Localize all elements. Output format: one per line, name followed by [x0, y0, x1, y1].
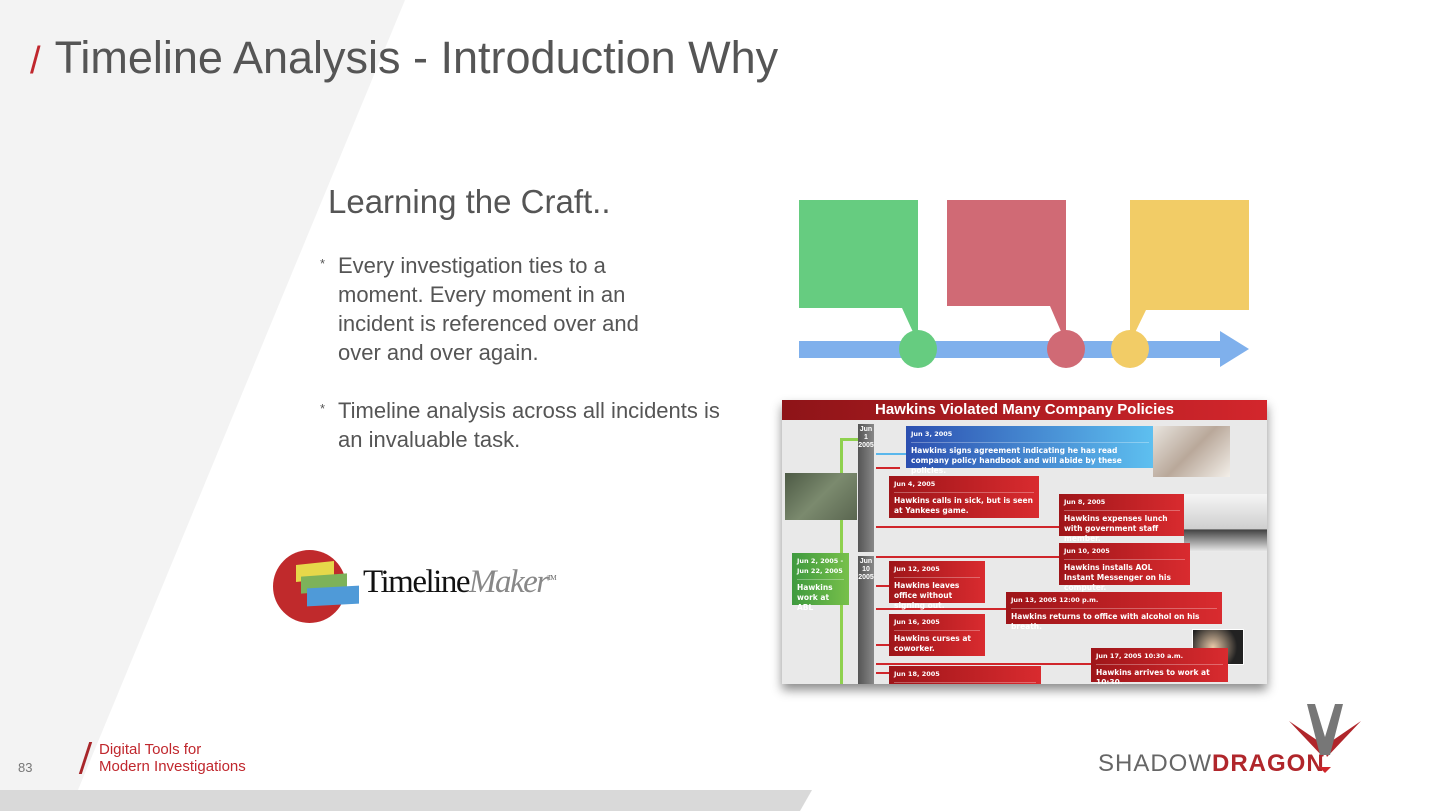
event-card: Jun 13, 2005 12:00 p.m.Hawkins returns t… — [1006, 592, 1222, 631]
bullet-item: * Every investigation ties to a moment. E… — [320, 251, 683, 367]
event-card: Jun 18, 2005 — [889, 666, 1041, 684]
connector — [876, 672, 890, 674]
timeline-diagram — [799, 200, 1249, 368]
title-text: Timeline Analysis - Introduction Why — [54, 32, 779, 83]
logo-bar — [307, 585, 359, 607]
timelinemaker-logo: TimelineMakerTM — [273, 550, 583, 625]
aerial-photo — [785, 473, 857, 520]
red-callout — [947, 200, 1066, 343]
page-number: 83 — [18, 760, 33, 775]
shadowdragon-logo: SHADOWDRAGON — [1098, 750, 1325, 777]
arrow-shaft — [799, 331, 1249, 367]
red-dot — [1047, 330, 1085, 368]
timeline-example-image: Hawkins Violated Many Company Policies J… — [782, 400, 1267, 684]
connector — [876, 453, 906, 455]
section-subtitle: Learning the Craft.. — [328, 183, 611, 220]
connector — [876, 556, 1060, 558]
green-callout — [799, 200, 918, 343]
dragon-emblem-icon — [1289, 704, 1361, 773]
span-line — [840, 438, 858, 441]
connector — [876, 663, 1091, 665]
bullet-text: Timeline analysis across all incidents i… — [338, 398, 720, 452]
logo-wordmark: TimelineMakerTM — [363, 564, 557, 600]
period-bar: Jun 10 2005 — [858, 556, 874, 684]
period-bar: Jun 1 2005 — [858, 424, 874, 552]
slide-title: / Timeline Analysis - Introduction Why — [30, 32, 778, 84]
bullet-marker: * — [320, 256, 326, 271]
connector — [876, 526, 1060, 528]
signing-photo — [1153, 426, 1230, 477]
yellow-dot — [1111, 330, 1149, 368]
connector — [876, 585, 890, 587]
yellow-callout — [1130, 200, 1249, 343]
bullet-marker: * — [320, 401, 326, 416]
bullet-item: * Timeline analysis across all incidents … — [320, 396, 748, 454]
connector — [876, 644, 890, 646]
connector — [876, 467, 900, 469]
lunch-photo — [1184, 494, 1267, 552]
title-slash: / — [30, 40, 41, 82]
event-card: Jun 17, 2005 10:30 a.m.Hawkins arrives t… — [1091, 648, 1228, 684]
bullet-text: Every investigation ties to a moment. Ev… — [338, 253, 639, 365]
connector — [876, 608, 1006, 610]
green-dot — [899, 330, 937, 368]
timeline-image-title: Hawkins Violated Many Company Policies — [782, 400, 1267, 420]
